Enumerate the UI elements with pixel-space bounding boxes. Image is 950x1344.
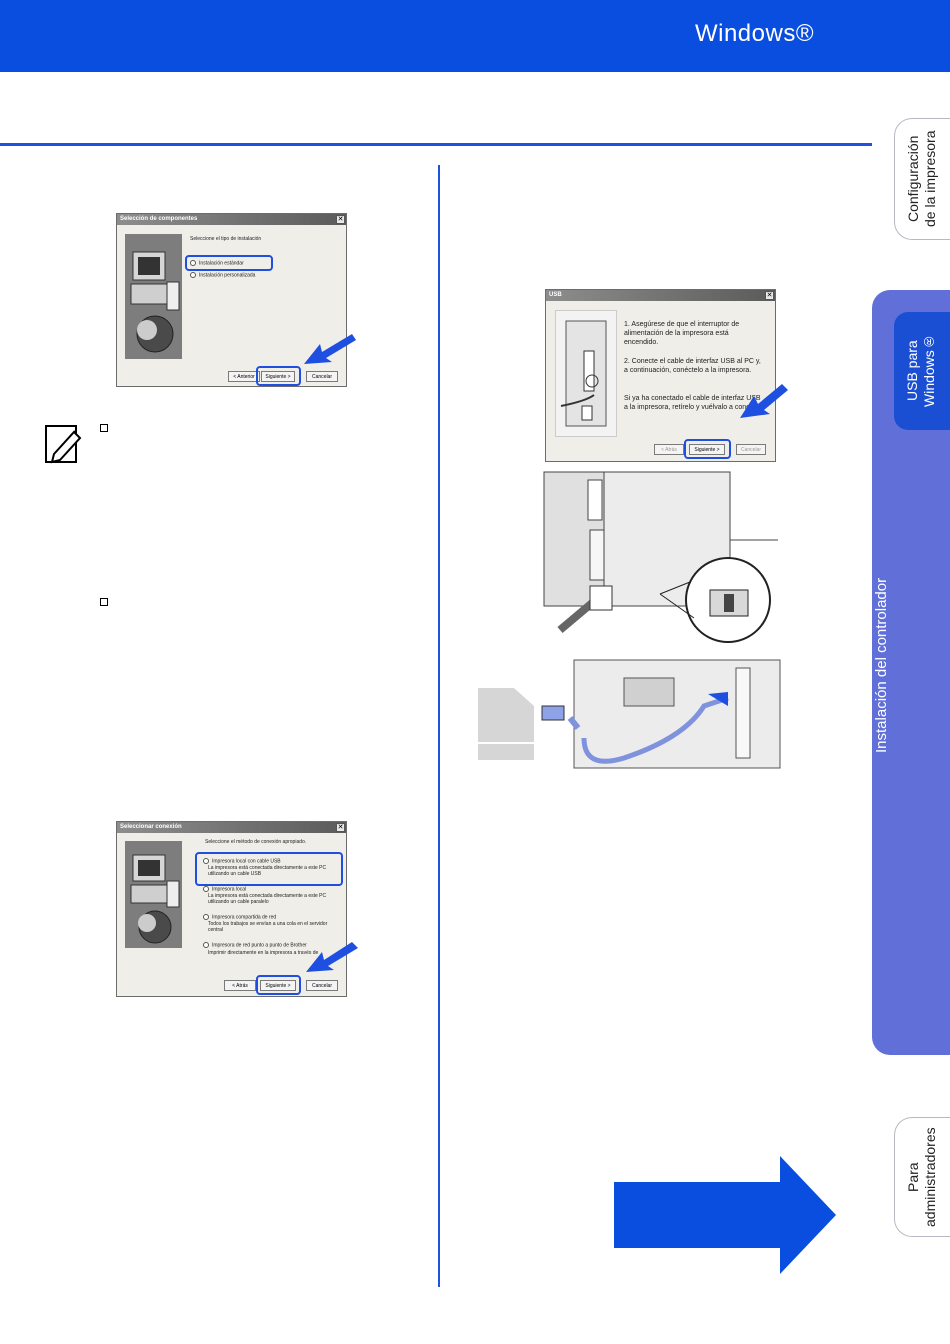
computer-image xyxy=(130,251,180,353)
back-button[interactable]: < Atrás xyxy=(224,980,256,991)
option-standard-label: Instalación estándar xyxy=(199,260,244,267)
header-title: Windows® xyxy=(694,20,814,47)
column-divider xyxy=(438,165,440,1287)
dialog-title: Seleccionar conexión xyxy=(117,822,346,833)
close-icon[interactable]: ✕ xyxy=(336,823,345,832)
highlight-next xyxy=(256,975,301,995)
close-icon[interactable]: ✕ xyxy=(336,215,345,224)
computer-illustration xyxy=(125,841,182,948)
back-button[interactable]: < Atrás xyxy=(654,444,684,455)
option-p2p-desc: Imprimir directamente en la impresora a … xyxy=(208,950,319,956)
radio-icon xyxy=(190,260,196,266)
tab-usb[interactable]: USB para Windows® xyxy=(894,312,950,430)
computer-image xyxy=(130,854,180,944)
option-local-label: Impresora local xyxy=(212,886,247,893)
tab-usb-label: USB para Windows® xyxy=(904,334,937,408)
usb-step1: 1. Asegúrese de que el interruptor de al… xyxy=(624,321,740,346)
usb-step2: 2. Conecte el cable de interfaz USB al P… xyxy=(624,358,761,374)
computer-illustration xyxy=(125,234,182,359)
highlight-standard xyxy=(185,255,273,271)
dialog-usb: USB ✕ 1. Asegúrese de que el interruptor… xyxy=(545,289,776,462)
printer-power-switch-illustration xyxy=(543,471,778,643)
next-button[interactable]: Siguiente > xyxy=(689,444,725,455)
tab-configuracion[interactable]: Configuración de la impresora xyxy=(894,118,950,240)
radio-icon xyxy=(203,886,209,892)
note-pencil-icon xyxy=(45,425,82,464)
printer-usb-port-image xyxy=(560,320,607,427)
cancel-button[interactable]: Cancelar xyxy=(306,980,338,991)
option-usb[interactable]: Impresora local con cable USB xyxy=(203,858,339,864)
next-button[interactable]: Siguiente > xyxy=(261,371,295,382)
dialog-prompt: Seleccione el tipo de instalación xyxy=(190,236,262,242)
option-usb-desc: La impresora está conectada directamente… xyxy=(208,865,327,877)
tab-administradores-label: Para administradores xyxy=(905,1127,938,1227)
back-button[interactable]: < Anterior xyxy=(228,371,260,382)
radio-icon xyxy=(190,272,196,278)
option-shared-label: Impresora compartida de red xyxy=(212,914,277,921)
cancel-button[interactable]: Cancelar xyxy=(306,371,338,382)
next-page-arrow-icon[interactable] xyxy=(614,1156,836,1274)
highlight-usb-option xyxy=(195,852,343,886)
option-local-desc: La impresora está conectada directamente… xyxy=(208,893,327,905)
dialog-title: USB xyxy=(546,290,775,301)
option-custom-label: Instalación personalizada xyxy=(199,272,256,279)
option-custom[interactable]: Instalación personalizada xyxy=(190,272,255,278)
highlight-next xyxy=(256,366,301,386)
option-shared-desc: Todos los trabajos se envían a una cola … xyxy=(208,921,328,933)
close-icon[interactable]: ✕ xyxy=(765,291,774,300)
dialog-title: Selección de componentes xyxy=(117,214,346,225)
option-usb-label: Impresora local con cable USB xyxy=(212,858,281,865)
tab-instalacion-label: Instalación del controlador xyxy=(873,577,890,753)
dialog-select-connection: Seleccionar conexión ✕ Seleccione el mét… xyxy=(116,821,347,997)
tab-administradores[interactable]: Para administradores xyxy=(894,1117,950,1237)
dialog-prompt: Seleccione el método de conexión apropia… xyxy=(205,839,307,845)
next-button[interactable]: Siguiente > xyxy=(260,980,296,991)
usb-cable-illustration xyxy=(478,659,781,769)
header-band xyxy=(0,0,950,72)
option-local[interactable]: Impresora local xyxy=(203,886,339,892)
printer-illustration xyxy=(555,310,617,437)
dialog-component-selection: Selección de componentes ✕ Seleccione el… xyxy=(116,213,347,387)
bullet-square xyxy=(100,598,108,606)
header-rule xyxy=(0,143,872,146)
highlight-next xyxy=(684,439,731,459)
option-p2p-label: Impresora de red punto a punto de Brothe… xyxy=(212,942,307,949)
option-p2p[interactable]: Impresora de red punto a punto de Brothe… xyxy=(203,942,339,948)
option-shared[interactable]: Impresora compartida de red xyxy=(203,914,339,920)
bullet-square xyxy=(100,424,108,432)
usb-step3: Si ya ha conectado el cable de interfaz … xyxy=(624,395,764,411)
cancel-button[interactable]: Cancelar xyxy=(736,444,766,455)
arrow-pointer-icon xyxy=(306,942,358,972)
arrow-pointer-icon xyxy=(304,334,356,364)
option-standard[interactable]: Instalación estándar xyxy=(190,260,244,266)
radio-icon xyxy=(203,942,209,948)
radio-icon xyxy=(203,914,209,920)
usb-symbol-icon xyxy=(541,705,565,721)
arrow-pointer-icon xyxy=(740,384,788,418)
radio-icon xyxy=(203,858,209,864)
tab-configuracion-label: Configuración de la impresora xyxy=(905,130,938,228)
